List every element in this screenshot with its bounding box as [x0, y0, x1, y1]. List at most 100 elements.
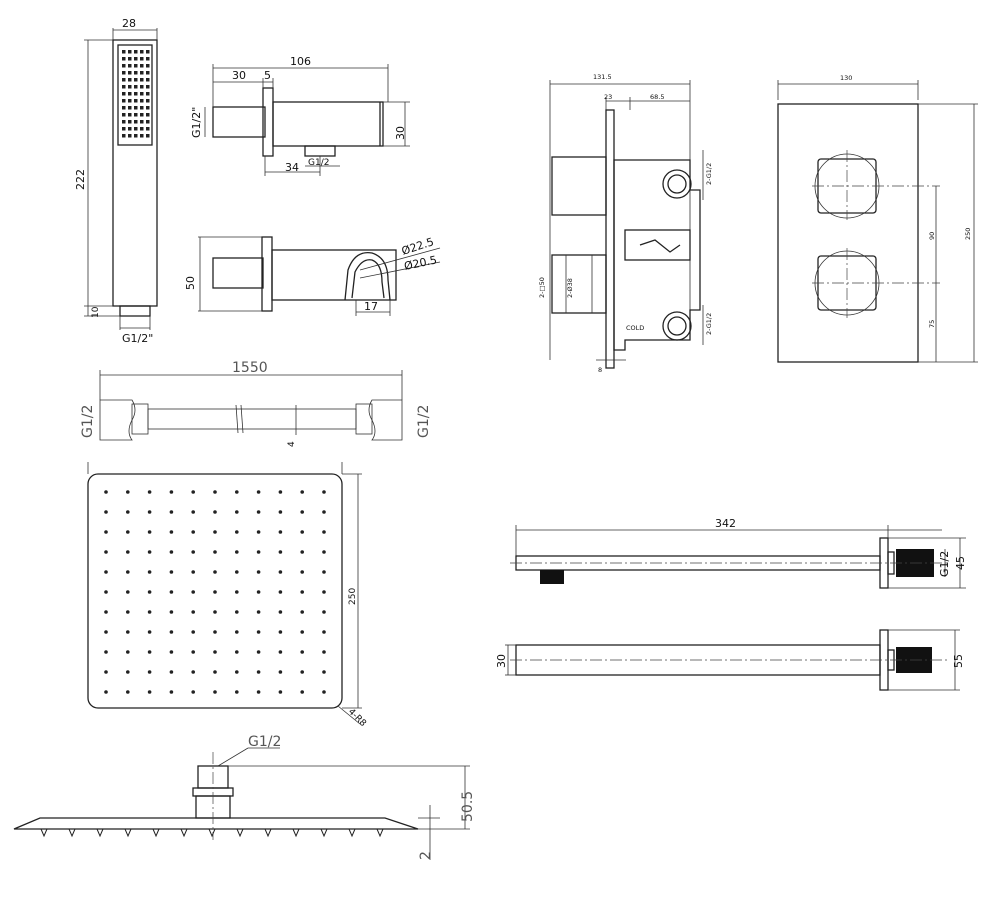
handshower-drawing: 28 222 10 G1/2"	[74, 17, 158, 345]
nozzle-dot	[256, 610, 261, 614]
nozzle-dot	[128, 134, 132, 138]
nozzle-dot	[126, 490, 130, 494]
cold-label: COLD	[626, 324, 644, 332]
nozzle-dot	[146, 85, 150, 89]
nozzle-dot	[126, 550, 130, 554]
nozzle-dot	[300, 690, 305, 694]
nozzle-dot	[134, 50, 138, 54]
nozzle-dot	[235, 550, 239, 554]
nozzle-dot	[278, 650, 283, 654]
nozzle-dot	[300, 510, 305, 514]
nozzle-dot	[300, 490, 305, 494]
nozzle-dot	[134, 134, 138, 138]
valve-center-gap-label: 90	[928, 232, 936, 240]
outlet-height-label: 30	[394, 126, 407, 140]
nozzle-tip	[152, 828, 160, 838]
nozzle-dot	[256, 490, 261, 494]
shower-head-size-label: 250	[348, 588, 358, 605]
nozzle-dot	[140, 99, 144, 103]
nozzle-dot	[322, 610, 326, 614]
head-thickness-label: 2	[418, 851, 434, 860]
valve-width-label: 130	[840, 74, 852, 82]
nozzle-dot	[213, 550, 217, 554]
nozzle-dot	[235, 570, 239, 574]
arm-top-flange-label: 55	[952, 654, 965, 668]
nozzle-dot	[322, 670, 326, 674]
nozzle-dot	[128, 57, 132, 61]
nozzle-dot	[147, 690, 152, 694]
head-thread-label: G1/2	[248, 734, 281, 750]
valve-depth-a-label: 23	[604, 93, 612, 101]
handshower-width-label: 28	[122, 17, 136, 30]
nozzle-dot	[278, 550, 283, 554]
nozzle-dot	[256, 650, 261, 654]
shower-head-side-drawing: G1/2 50.5 2	[13, 734, 476, 860]
nozzle-dot	[278, 490, 283, 494]
nozzle-dot	[134, 120, 138, 124]
nozzle-dot	[134, 92, 138, 96]
nozzle-dot	[146, 92, 150, 96]
nozzle-dot	[147, 570, 152, 574]
nozzle-dot	[300, 610, 305, 614]
handshower-length-label: 222	[74, 169, 87, 190]
nozzle-dot	[169, 650, 174, 654]
nozzle-dot	[235, 630, 239, 634]
nozzle-dot	[235, 510, 239, 514]
wall-bracket-drawing: 50 Ø22.5 Ø20.5 17	[184, 235, 441, 316]
outlet-thread-left-label: G1/2"	[190, 107, 203, 138]
nozzle-dot	[256, 510, 261, 514]
nozzle-dot	[235, 670, 239, 674]
nozzle-dot	[134, 64, 138, 68]
hose-drawing: 1550 G1/2 G1/2 4	[80, 360, 432, 447]
shower-head-radius-label: 4-R8	[346, 707, 368, 729]
nozzle-dot	[134, 71, 138, 75]
hose-length-label: 1550	[232, 360, 268, 376]
nozzle-dot	[256, 590, 261, 594]
nozzle-dot	[256, 690, 261, 694]
nozzle-dot	[278, 690, 283, 694]
nozzle-tip	[68, 828, 76, 838]
nozzle-dot	[191, 690, 195, 694]
nozzle-dot	[104, 630, 108, 634]
nozzle-dot	[128, 71, 132, 75]
nozzle-dot	[191, 510, 195, 514]
valve-port-top-label: 2-G1/2	[705, 163, 713, 185]
nozzle-dot	[169, 570, 174, 574]
nozzle-dot	[122, 113, 126, 117]
nozzle-dot	[169, 610, 174, 614]
valve-knob-dia-label: 2-Ø38	[566, 278, 574, 298]
nozzle-dot	[322, 510, 326, 514]
wall-outlet-side-drawing: 106 30 5 G1/2" 30 34 G1/2	[190, 55, 410, 176]
nozzle-dot	[122, 64, 126, 68]
hose-thread-right-label: G1/2	[416, 405, 432, 438]
nozzle-dot	[140, 113, 144, 117]
nozzle-dot	[147, 670, 152, 674]
nozzle-dot	[146, 120, 150, 124]
nozzle-dot	[122, 106, 126, 110]
shower-arm-side-drawing: 342 G1/2 45	[510, 517, 967, 589]
nozzle-dot	[235, 590, 239, 594]
nozzle-dot	[278, 670, 283, 674]
hose-thread-left-label: G1/2	[80, 405, 96, 438]
nozzle-dot	[235, 530, 239, 534]
nozzle-tip	[264, 828, 272, 838]
nozzle-tip	[292, 828, 300, 838]
nozzle-dot	[191, 630, 195, 634]
nozzle-tip	[236, 828, 244, 838]
nozzle-dot	[122, 120, 126, 124]
nozzle-dot	[191, 610, 195, 614]
nozzle-dot	[191, 650, 195, 654]
nozzle-dot	[140, 92, 144, 96]
nozzle-dot	[134, 127, 138, 131]
nozzle-dot	[213, 590, 217, 594]
nozzle-dot	[146, 64, 150, 68]
nozzle-dot	[169, 590, 174, 594]
nozzle-dot	[213, 510, 217, 514]
handshower-base-label: 10	[91, 306, 101, 318]
nozzle-dot	[147, 550, 152, 554]
nozzle-dot	[213, 650, 217, 654]
hose-thickness-label: 4	[287, 441, 297, 447]
nozzle-dot	[146, 50, 150, 54]
nozzle-dot	[169, 690, 174, 694]
nozzle-dot	[147, 610, 152, 614]
